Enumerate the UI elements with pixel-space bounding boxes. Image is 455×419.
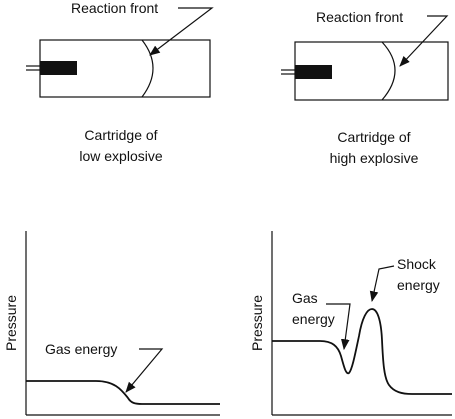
high-pressure-curve — [272, 308, 452, 395]
high-shock-energy-label-line1: Shock — [397, 256, 437, 272]
high-gas-energy-arrow — [326, 303, 351, 351]
low-explosive-cartridge-panel: Reaction front Cartridge of low explosiv… — [26, 0, 214, 164]
high-reaction-front-curve — [381, 41, 396, 101]
low-gas-energy-arrow — [125, 348, 164, 393]
low-reaction-front-curve — [141, 39, 154, 98]
high-reaction-front-arrow — [399, 15, 449, 67]
high-graph-ylabel: Pressure — [249, 295, 265, 351]
high-detonator — [295, 65, 332, 79]
high-gas-energy-label-line2: energy — [292, 311, 335, 327]
low-cartridge-caption-line1: Cartridge of — [84, 127, 157, 143]
high-pressure-graph: Pressure Gas energy Shock energy — [249, 231, 452, 416]
low-pressure-curve — [26, 380, 220, 405]
high-explosive-cartridge-panel: Reaction front Cartridge of high explosi… — [281, 9, 449, 166]
low-gas-energy-label: Gas energy — [45, 341, 117, 357]
low-detonator — [40, 61, 77, 75]
high-cartridge-caption-line2: high explosive — [330, 150, 419, 166]
high-cartridge-caption-line1: Cartridge of — [337, 129, 410, 145]
low-reaction-front-label: Reaction front — [71, 0, 158, 16]
low-graph-ylabel: Pressure — [3, 295, 19, 351]
high-shock-energy-label-line2: energy — [397, 277, 440, 293]
low-pressure-graph: Pressure Gas energy — [3, 231, 220, 416]
high-gas-energy-label-line1: Gas — [292, 290, 318, 306]
low-cartridge-caption-line2: low explosive — [79, 148, 162, 164]
high-shock-energy-arrow — [369, 265, 395, 303]
low-reaction-front-arrow — [149, 7, 214, 56]
high-reaction-front-label: Reaction front — [316, 9, 403, 25]
